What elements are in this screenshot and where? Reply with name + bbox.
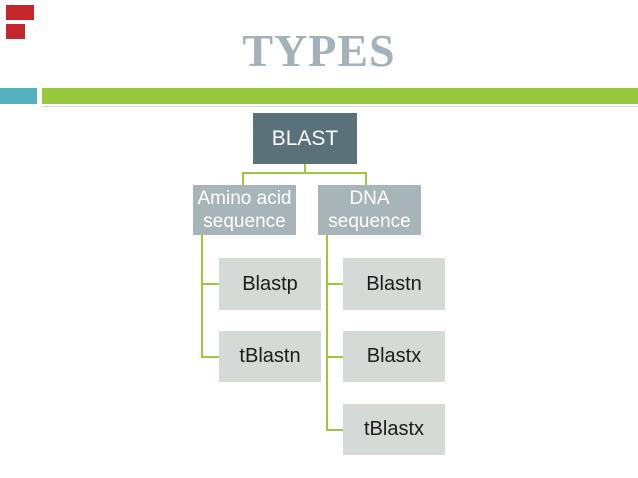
green-accent-bar (42, 88, 638, 104)
connector-tick-tblastn (201, 356, 219, 358)
connector-root-horizontal (242, 172, 367, 174)
diagram-node-tblastx: tBlastx (343, 404, 445, 455)
corner-accent-rect-bottom (6, 24, 25, 39)
connector-drop-right (365, 172, 367, 185)
amino-acid-label-line2: sequence (203, 211, 286, 232)
connector-drop-left (242, 172, 244, 185)
diagram-node-blast-label: BLAST (271, 126, 339, 150)
diagram-node-blast: BLAST (253, 113, 357, 164)
connector-tick-tblastx (326, 429, 343, 431)
tblastn-label: tBlastn (239, 345, 301, 367)
diagram-node-blastx: Blastx (343, 331, 445, 382)
amino-acid-label-line1: Amino acid (197, 188, 292, 209)
accent-bar-underline (42, 106, 638, 107)
connector-root-stub (304, 164, 306, 174)
connector-hang-left (201, 235, 203, 357)
corner-accent-rect-top (6, 5, 34, 20)
teal-accent-square (0, 88, 37, 104)
dna-label-line1: DNA (349, 188, 390, 209)
diagram-node-dna-sequence: DNA sequence (318, 185, 421, 235)
dna-label-line2: sequence (328, 211, 411, 232)
connector-tick-blastn (326, 283, 343, 285)
diagram-node-blastp: Blastp (219, 258, 321, 310)
connector-hang-right (326, 235, 328, 430)
diagram-node-blastn: Blastn (343, 258, 445, 310)
connector-tick-blastx (326, 356, 343, 358)
diagram-node-amino-acid-sequence: Amino acid sequence (193, 185, 296, 235)
blastn-label: Blastn (366, 272, 422, 295)
blastp-label: Blastp (242, 272, 298, 295)
tblastx-label: tBlastx (363, 418, 425, 440)
connector-tick-blastp (201, 283, 219, 285)
diagram-node-tblastn: tBlastn (219, 331, 321, 382)
blastx-label: Blastx (366, 345, 422, 367)
slide-title: TYPES (242, 25, 396, 76)
